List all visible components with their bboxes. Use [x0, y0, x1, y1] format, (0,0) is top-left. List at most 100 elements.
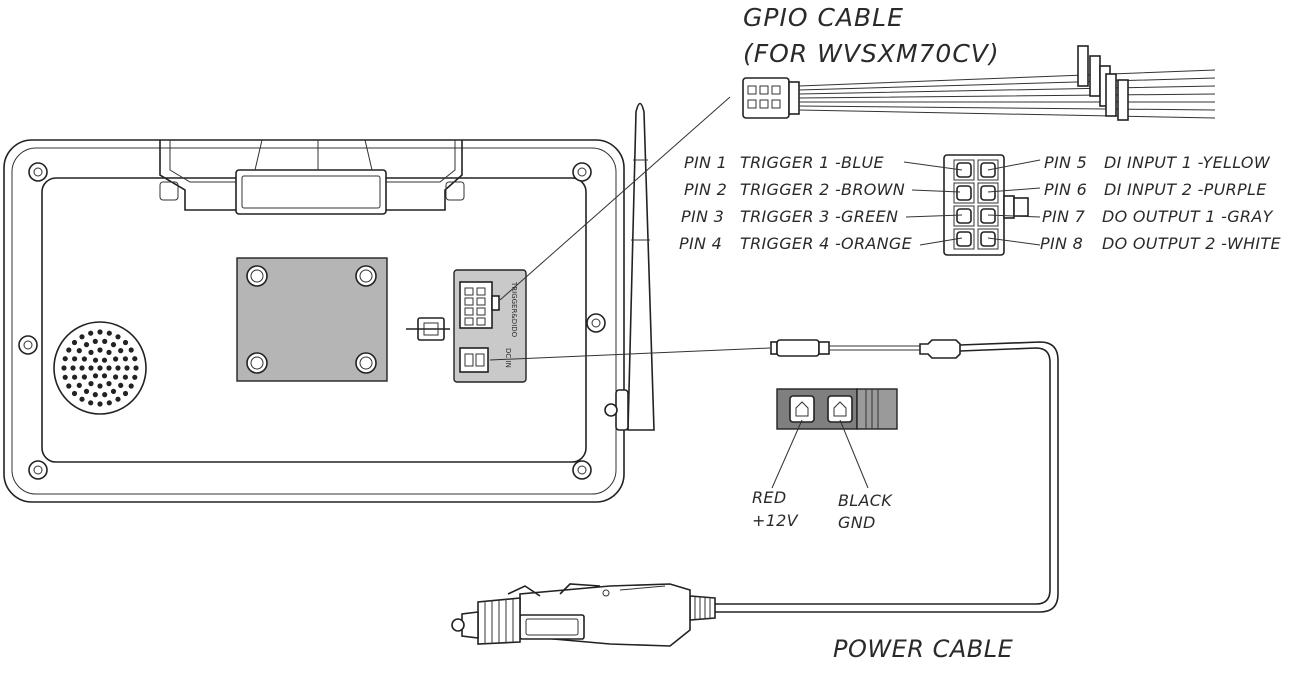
- antenna-icon: [604, 102, 655, 431]
- speaker-hole: [71, 390, 78, 397]
- speaker-hole: [88, 381, 94, 387]
- pin-label: PIN 7: [1042, 207, 1086, 226]
- speaker-hole: [97, 401, 103, 407]
- speaker-hole: [122, 339, 129, 346]
- corner-screw-icon: [28, 460, 48, 480]
- gpio-port: [459, 281, 500, 329]
- pin-label: PIN 8: [1040, 234, 1083, 253]
- pin-desc: TRIGGER 4 -ORANGE: [740, 234, 913, 253]
- cigarette-lighter-plug-icon: [451, 583, 716, 647]
- speaker-hole: [79, 334, 85, 340]
- speaker-hole: [62, 374, 68, 380]
- speaker-hole: [61, 365, 67, 371]
- speaker-hole: [101, 357, 108, 363]
- power-cable-label: POWER CABLE: [833, 635, 1014, 663]
- power-cable: [715, 339, 1059, 613]
- speaker-hole: [97, 383, 103, 389]
- pin-desc: TRIGGER 1 -BLUE: [740, 153, 885, 172]
- speaker-hole: [102, 392, 108, 398]
- pin-list-left: PIN 1 TRIGGER 1 -BLUE PIN 2 TRIGGER 2 -B…: [679, 153, 913, 253]
- speaker-hole: [102, 338, 108, 344]
- speaker-hole: [133, 365, 139, 371]
- speaker-hole: [88, 349, 94, 355]
- gpio-title-line1: GPIO CABLE: [743, 3, 904, 32]
- speaker-grille-icon: [53, 321, 147, 415]
- speaker-hole: [76, 382, 82, 388]
- speaker-hole: [113, 374, 119, 380]
- dc-leader-line: [489, 347, 771, 361]
- pin-desc: DI INPUT 1 -YELLOW: [1104, 153, 1271, 172]
- pin-label: PIN 4: [679, 234, 722, 253]
- speaker-hole: [106, 365, 112, 371]
- speaker-hole: [118, 382, 124, 388]
- speaker-hole: [115, 396, 121, 402]
- gpio-title-line2: (FOR WVSXM70CV): [743, 39, 1000, 68]
- gpio-port-label: TRIGGER&DIDO: [510, 281, 518, 338]
- pin-desc: DO OUTPUT 1 -GRAY: [1102, 207, 1274, 226]
- monitor-back: TRIGGER&DIDO DC IN: [3, 102, 655, 503]
- speaker-hole: [132, 374, 138, 380]
- speaker-hole: [72, 356, 78, 362]
- speaker-hole: [79, 365, 85, 371]
- black-label-line2: GND: [838, 513, 876, 532]
- speaker-hole: [71, 339, 78, 346]
- gpio-cable: [742, 45, 1216, 121]
- corner-screw-icon: [572, 162, 592, 182]
- corner-screw-icon: [28, 162, 48, 182]
- speaker-hole: [92, 373, 99, 379]
- speaker-hole: [97, 347, 103, 353]
- pin-label: PIN 2: [684, 180, 727, 199]
- speaker-hole: [124, 365, 130, 371]
- gpio-pinout-connector: [943, 154, 1029, 256]
- black-label-line1: BLACK: [838, 491, 893, 510]
- speaker-hole: [113, 356, 119, 362]
- speaker-hole: [83, 388, 90, 394]
- dc-in-port: [459, 347, 489, 373]
- pin-label: PIN 6: [1044, 180, 1087, 199]
- side-screw-icon: [18, 335, 38, 355]
- speaker-hole: [106, 349, 112, 355]
- mount-plate: [236, 257, 388, 382]
- speaker-hole: [66, 347, 72, 353]
- speaker-hole: [97, 365, 103, 371]
- speaker-hole: [101, 373, 108, 379]
- port-panel: TRIGGER&DIDO DC IN: [453, 269, 527, 383]
- red-label-line2: +12V: [752, 511, 799, 530]
- speaker-hole: [92, 357, 99, 363]
- speaker-hole: [106, 330, 112, 336]
- pin-desc: TRIGGER 3 -GREEN: [740, 207, 898, 226]
- speaker-hole: [88, 330, 94, 336]
- pin-desc: DO OUTPUT 2 -WHITE: [1102, 234, 1281, 253]
- dc-port-label: DC IN: [504, 348, 512, 368]
- speaker-hole: [92, 338, 98, 344]
- pin-label: PIN 5: [1044, 153, 1087, 172]
- speaker-hole: [106, 400, 112, 406]
- pin-desc: TRIGGER 2 -BROWN: [740, 180, 905, 199]
- speaker-hole: [62, 356, 68, 362]
- speaker-hole: [76, 348, 82, 354]
- speaker-hole: [122, 356, 128, 362]
- corner-screw-icon: [572, 460, 592, 480]
- latch-icon: [406, 317, 450, 341]
- red-label-line1: RED: [752, 488, 786, 507]
- speaker-hole: [81, 374, 87, 380]
- speaker-hole: [79, 396, 85, 402]
- power-connector: [776, 388, 898, 430]
- side-screw-icon: [586, 313, 606, 333]
- speaker-hole: [122, 374, 128, 380]
- speaker-hole: [128, 347, 134, 353]
- speaker-hole: [128, 383, 134, 389]
- speaker-hole: [118, 348, 124, 354]
- speaker-hole: [92, 392, 98, 398]
- speaker-hole: [83, 342, 90, 348]
- speaker-hole: [110, 342, 117, 348]
- speaker-hole: [97, 329, 103, 335]
- pin-label: PIN 3: [681, 207, 724, 226]
- speaker-hole: [88, 365, 94, 371]
- speaker-hole: [66, 383, 72, 389]
- gpio-leader-line: [499, 96, 731, 301]
- speaker-hole: [132, 356, 138, 362]
- speaker-hole: [122, 390, 129, 397]
- pin-label: PIN 1: [684, 153, 727, 172]
